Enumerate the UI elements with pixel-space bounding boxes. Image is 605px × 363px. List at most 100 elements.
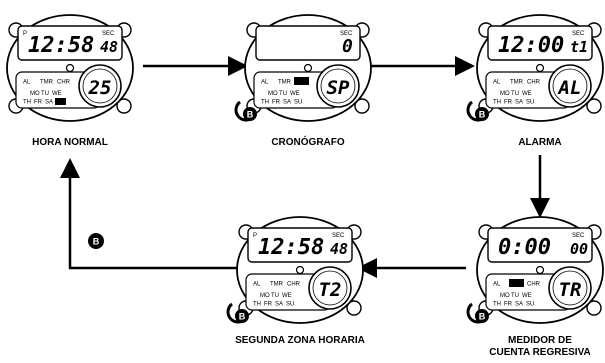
- svg-text:B: B: [247, 110, 254, 120]
- mode-subdial: [548, 266, 592, 310]
- day-label: SA: [45, 100, 53, 106]
- day-label: TU: [271, 293, 279, 299]
- day-label: SU: [294, 100, 302, 106]
- b-button: B: [234, 100, 257, 122]
- pm-indicator: P: [253, 233, 257, 239]
- svg-text:B: B: [239, 312, 246, 322]
- mode-name-label: HORA NORMAL: [32, 137, 108, 148]
- day-label: SA: [515, 302, 523, 308]
- lcd-window: [17, 25, 123, 61]
- sec-label: SEC: [102, 31, 115, 37]
- day-label: FR: [264, 302, 273, 308]
- day-label: SU: [526, 302, 534, 308]
- mode-label-chr: CHR: [527, 80, 541, 86]
- mode-subdial: [548, 64, 592, 108]
- subdial-text: AL: [557, 77, 582, 99]
- day-label: SA: [515, 100, 523, 106]
- day-label: WE: [522, 293, 532, 299]
- sec-label: SEC: [332, 233, 345, 239]
- mode-name-label: ALARMA: [518, 137, 561, 148]
- mode-label-al: AL: [261, 80, 269, 86]
- mode-label-tmr: TMR: [270, 282, 284, 288]
- b-button: B: [226, 302, 249, 324]
- mode-subdial: [308, 266, 352, 310]
- day-label: FR: [504, 100, 513, 106]
- day-label: SA: [275, 302, 283, 308]
- mode-label-chr: CHR: [287, 282, 301, 288]
- lcd-seconds: 00: [570, 240, 588, 258]
- day-label: WE: [52, 91, 62, 97]
- day-label: TU: [279, 91, 287, 97]
- day-label: TH: [493, 302, 501, 308]
- lcd-window: [487, 25, 593, 61]
- day-label: FR: [504, 302, 513, 308]
- lcd-seconds: 48: [100, 38, 118, 56]
- mode-label-al: AL: [493, 282, 501, 288]
- lcd-seconds: t1: [570, 38, 588, 56]
- sec-label: SEC: [340, 31, 353, 37]
- day-label: TU: [511, 91, 519, 97]
- lcd-seconds: 48: [330, 240, 348, 258]
- lcd-window: [255, 25, 361, 61]
- day-label: MO: [260, 293, 270, 299]
- day-label: SU: [526, 100, 534, 106]
- day-label: SU: [56, 100, 64, 106]
- mode-label-tmr: TMR: [510, 80, 524, 86]
- day-label: MO: [30, 91, 40, 97]
- day-label: FR: [272, 100, 281, 106]
- svg-text:B: B: [479, 312, 486, 322]
- lcd-window: [487, 227, 593, 263]
- day-label: SU: [286, 302, 294, 308]
- subdial-text: 25: [88, 77, 112, 99]
- mode-label-tmr: TMR: [278, 80, 292, 86]
- svg-text:B: B: [93, 237, 100, 247]
- lcd-main-digits: 12:00: [498, 33, 564, 58]
- subdial-text: TR: [559, 279, 582, 301]
- subdial-text: T2: [319, 279, 342, 301]
- day-label: TH: [261, 100, 269, 106]
- day-label: MO: [500, 293, 510, 299]
- mode-label-chr: CHR: [57, 80, 71, 86]
- day-label: WE: [522, 91, 532, 97]
- mode-name-label: CRONÓGRAFO: [271, 135, 345, 148]
- mode-name-label: SEGUNDA ZONA HORARIA: [235, 335, 365, 346]
- subdial-text: SP: [327, 77, 350, 99]
- lcd-main-digits: 12:58: [258, 235, 324, 260]
- mode-name-label-line2: CUENTA REGRESIVA: [489, 347, 591, 358]
- pm-indicator: P: [23, 31, 27, 37]
- svg-text:B: B: [479, 110, 486, 120]
- day-label: FR: [34, 100, 43, 106]
- lcd-main-digits: 0:00: [498, 235, 551, 260]
- day-label: MO: [500, 91, 510, 97]
- day-label: TH: [253, 302, 261, 308]
- mode-name-label: MEDIDOR DE: [508, 335, 572, 346]
- mode-label-tmr: TMR: [510, 282, 524, 288]
- b-button: B: [466, 100, 489, 122]
- arrow-segunda-to-hora: [60, 158, 237, 270]
- mode-label-al: AL: [253, 282, 261, 288]
- day-label: MO: [268, 91, 278, 97]
- day-label: TU: [511, 293, 519, 299]
- day-label: TU: [41, 91, 49, 97]
- mode-label-chr: CHR: [527, 282, 541, 288]
- sec-label: SEC: [572, 31, 585, 37]
- mode-label-al: AL: [493, 80, 501, 86]
- day-label: SA: [283, 100, 291, 106]
- day-label: TH: [493, 100, 501, 106]
- lcd-seconds: 0: [342, 36, 353, 57]
- b-button-return: B: [88, 233, 104, 249]
- day-label: WE: [282, 293, 292, 299]
- sec-label: SEC: [572, 233, 585, 239]
- mode-label-tmr: TMR: [40, 80, 54, 86]
- mode-label-chr: CHR: [295, 80, 309, 86]
- mode-subdial: [316, 64, 360, 108]
- mode-subdial: [78, 64, 122, 108]
- day-label: WE: [290, 91, 300, 97]
- mode-label-al: AL: [23, 80, 31, 86]
